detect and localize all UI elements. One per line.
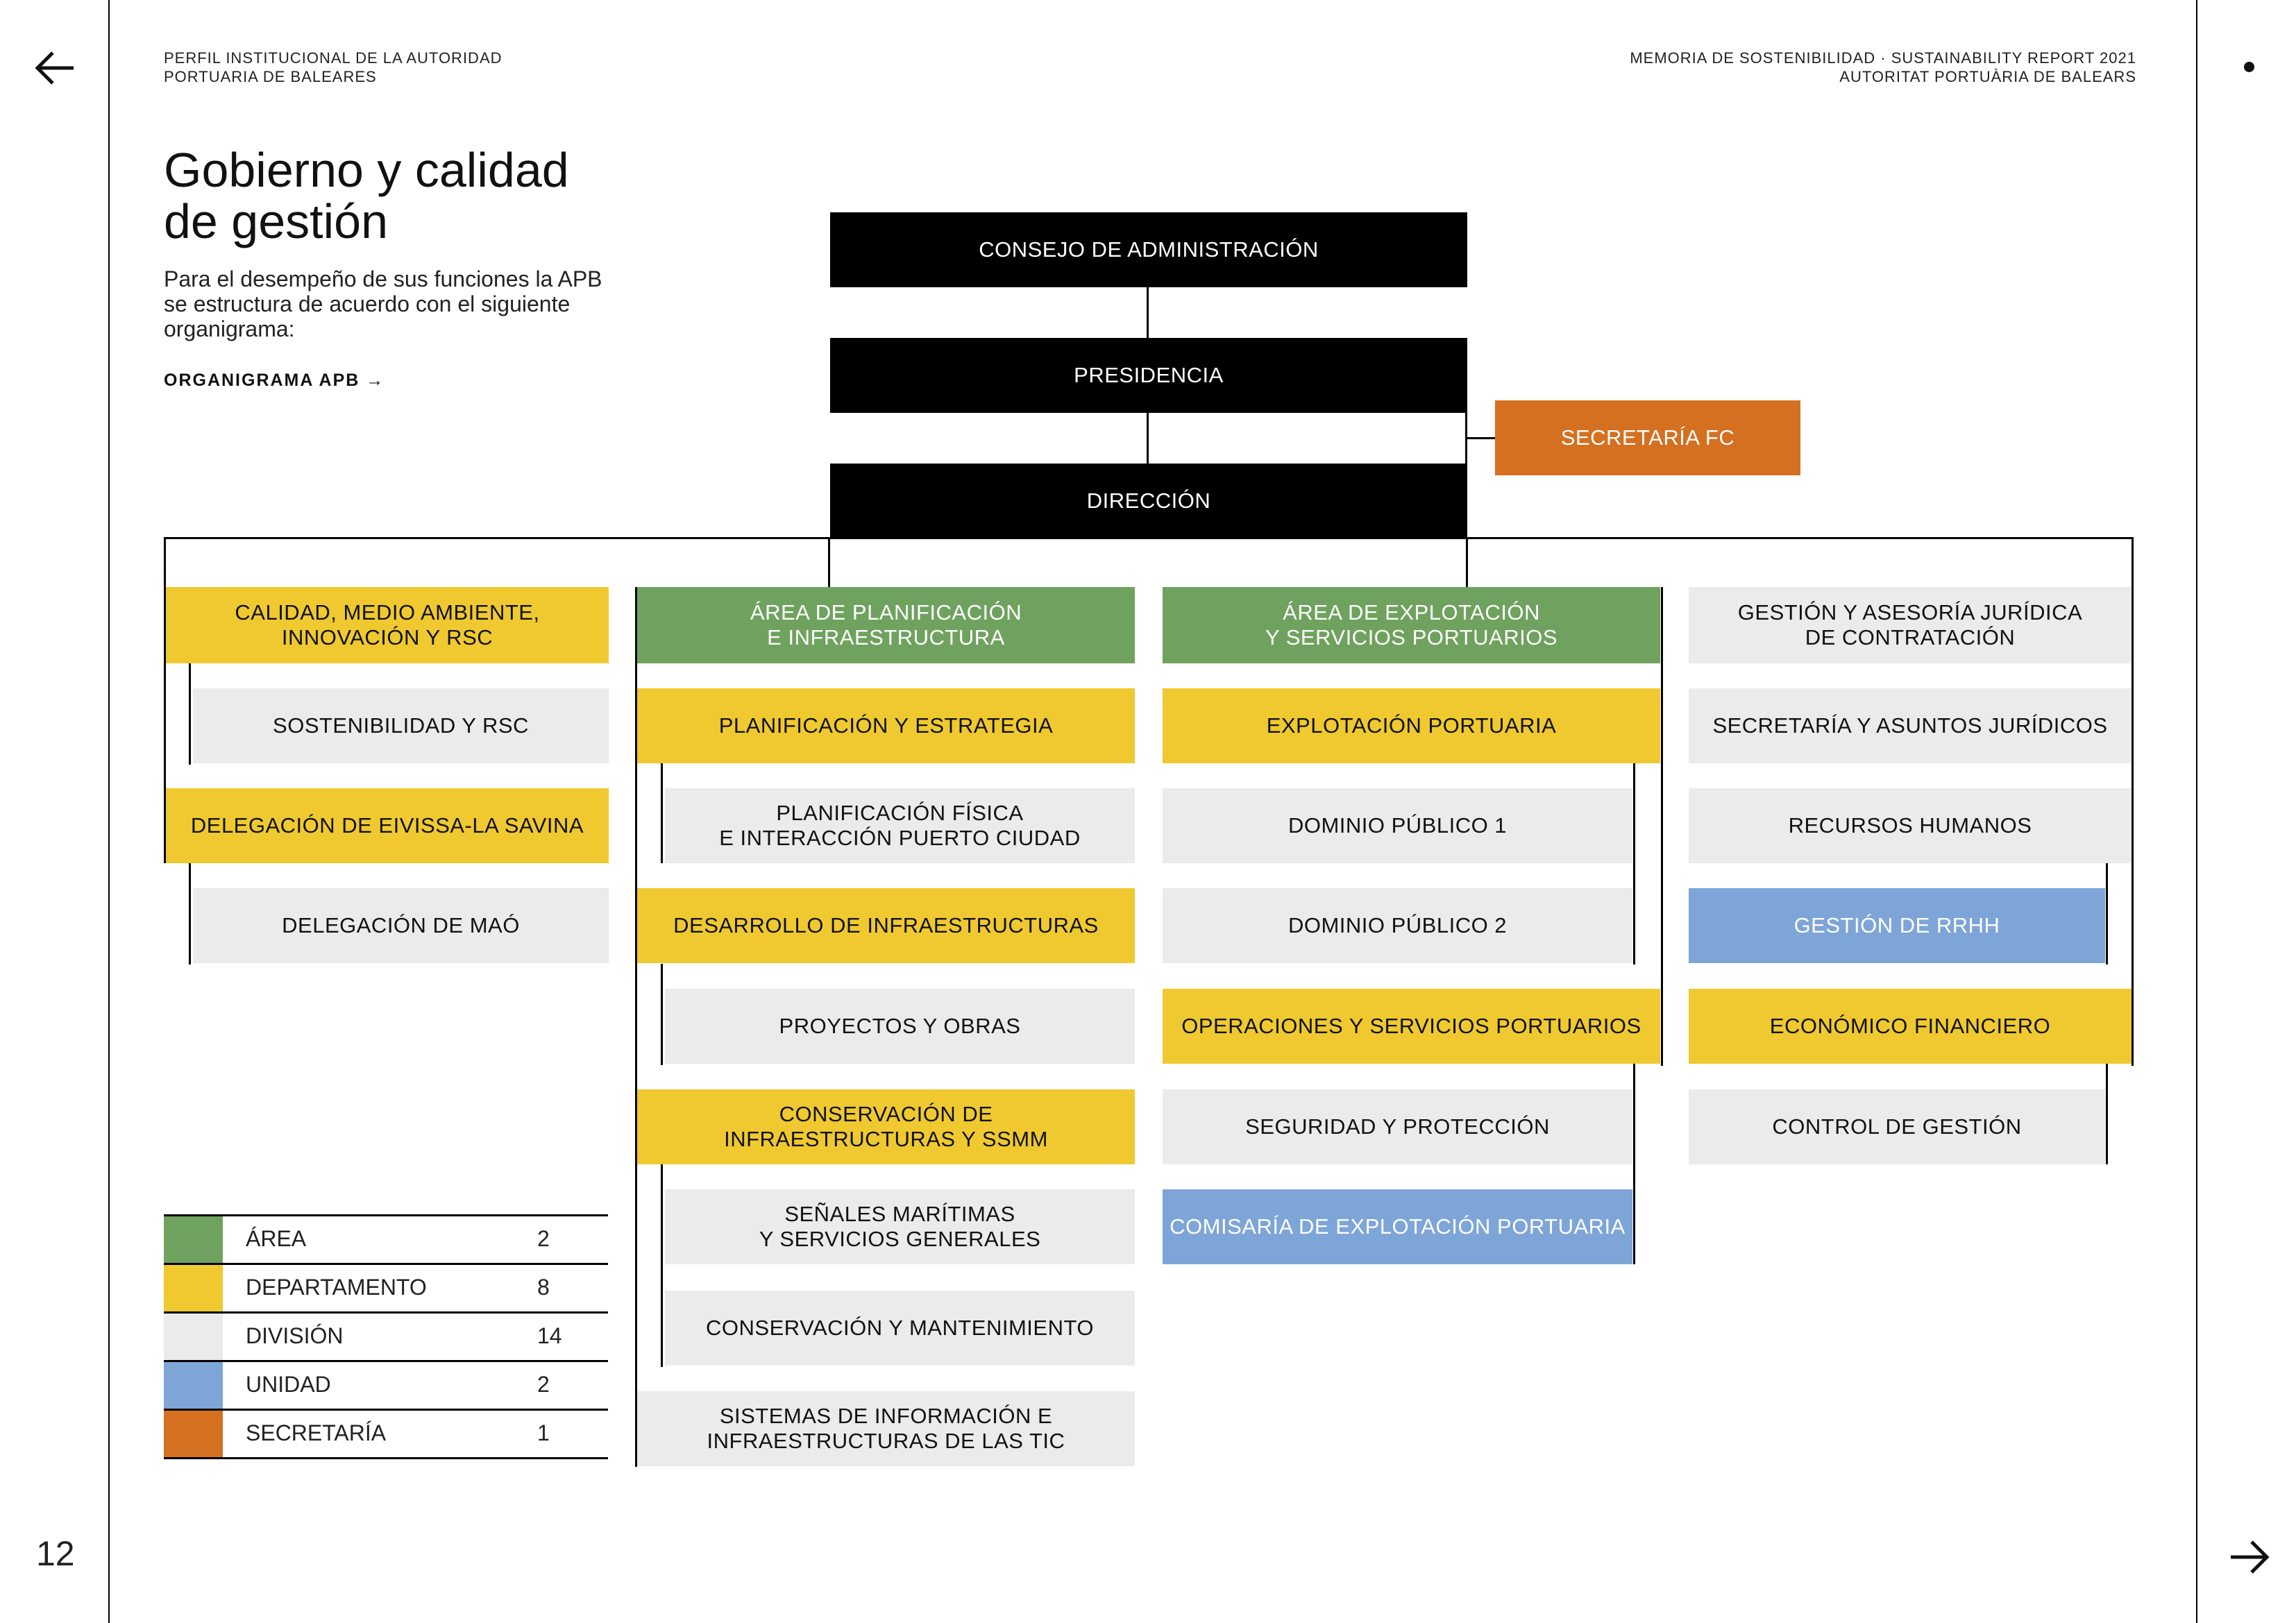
page-title-line1: Gobierno y calidad: [164, 143, 569, 197]
intro-line2: se estructura de acuerdo con el siguient…: [164, 291, 571, 316]
box-explotacion-portuaria: EXPLOTACIÓN PORTUARIA: [1163, 688, 1660, 763]
running-head-right-line2: AUTORITAT PORTUÀRIA DE BALEARS: [1839, 68, 2136, 85]
connector: [661, 762, 663, 863]
legend-row: UNIDAD 2: [164, 1360, 608, 1409]
box-area-explotacion: ÁREA DE EXPLOTACIÓN Y SERVICIOS PORTUARI…: [1163, 587, 1660, 663]
box-control-gestion: CONTROL DE GESTIÓN: [1689, 1089, 2105, 1164]
legend-label: UNIDAD: [246, 1372, 331, 1397]
running-head-left: PERFIL INSTITUCIONAL DE LA AUTORIDAD POR…: [164, 49, 503, 86]
legend-count: 1: [537, 1420, 550, 1445]
connector: [661, 964, 663, 1065]
legend-label: SECRETARÍA: [246, 1420, 387, 1445]
box-gestion-asesoria-juridica: GESTIÓN Y ASESORÍA JURÍDICA DE CONTRATAC…: [1689, 587, 2132, 663]
page-number: 12: [36, 1534, 75, 1573]
legend-count: 2: [537, 1372, 550, 1397]
connector: [189, 863, 191, 965]
box-sistemas-informacion: SISTEMAS DE INFORMACIÓN E INFRAESTRUCTUR…: [637, 1391, 1135, 1466]
legend-swatch-division: [164, 1314, 223, 1360]
box-calidad-medio-ambiente: CALIDAD, MEDIO AMBIENTE, INNOVACIÓN Y RS…: [166, 587, 609, 663]
box-consejo-administracion: CONSEJO DE ADMINISTRACIÓN: [830, 212, 1467, 287]
legend-swatch-secretaria: [164, 1411, 223, 1457]
box-planificacion-estrategia: PLANIFICACIÓN Y ESTRATEGIA: [637, 688, 1135, 763]
connector: [828, 537, 830, 587]
box-direccion: DIRECCIÓN: [830, 464, 1467, 538]
connector: [1661, 587, 1663, 1066]
box-secretaria-asuntos-juridicos: SECRETARÍA Y ASUNTOS JURÍDICOS: [1689, 688, 2132, 763]
box-secretaria-fc: SECRETARÍA FC: [1495, 400, 1800, 475]
connector: [1465, 409, 1467, 466]
box-sostenibilidad-rsc: SOSTENIBILIDAD Y RSC: [193, 688, 609, 763]
intro-line3: organigrama:: [164, 316, 295, 341]
legend-row: ÁREA 2: [164, 1214, 608, 1263]
connector: [1466, 537, 1468, 587]
legend-swatch-unidad: [164, 1362, 223, 1409]
box-desarrollo-infraestructuras: DESARROLLO DE INFRAESTRUCTURAS: [637, 888, 1135, 963]
connector: [2106, 863, 2108, 965]
box-dominio-publico-2: DOMINIO PÚBLICO 2: [1163, 888, 1632, 963]
page-title-line2: de gestión: [164, 194, 389, 248]
legend-count: 2: [537, 1226, 550, 1251]
connector: [189, 663, 191, 765]
box-conservacion-mantenimiento: CONSERVACIÓN Y MANTENIMIENTO: [665, 1291, 1135, 1366]
dot-icon: [2244, 62, 2254, 72]
legend-row: DEPARTAMENTO 8: [164, 1263, 608, 1311]
legend-label: DEPARTAMENTO: [246, 1275, 427, 1300]
page-title: Gobierno y calidad de gestión: [164, 144, 569, 247]
intro-line1: Para el desempeño de sus funciones la AP…: [164, 266, 602, 291]
arrow-right-icon[interactable]: [2227, 1535, 2271, 1579]
box-senales-maritimas: SEÑALES MARÍTIMAS Y SERVICIOS GENERALES: [665, 1189, 1135, 1264]
arrow-left-icon[interactable]: [33, 46, 78, 90]
box-recursos-humanos: RECURSOS HUMANOS: [1689, 788, 2132, 863]
box-operaciones-servicios: OPERACIONES Y SERVICIOS PORTUARIOS: [1163, 989, 1660, 1064]
box-dominio-publico-1: DOMINIO PÚBLICO 1: [1163, 788, 1632, 863]
legend-count: 8: [537, 1275, 550, 1300]
organigrama-link[interactable]: ORGANIGRAMA APB →: [164, 371, 385, 390]
connector: [2106, 1063, 2108, 1164]
box-delegacion-eivissa: DELEGACIÓN DE EIVISSA-LA SAVINA: [166, 788, 609, 863]
box-area-planificacion: ÁREA DE PLANIFICACIÓN E INFRAESTRUCTURA: [637, 587, 1135, 663]
box-gestion-rrhh: GESTIÓN DE RRHH: [1689, 888, 2105, 963]
running-head-right: MEMORIA DE SOSTENIBILIDAD · SUSTAINABILI…: [1630, 49, 2136, 86]
intro-text: Para el desempeño de sus funciones la AP…: [164, 266, 602, 341]
box-economico-financiero: ECONÓMICO FINANCIERO: [1689, 989, 2132, 1064]
connector: [1633, 1063, 1635, 1264]
legend-swatch-departamento: [164, 1265, 223, 1311]
legend-label: DIVISIÓN: [246, 1323, 344, 1348]
connector: [164, 537, 166, 863]
legend-label: ÁREA: [246, 1226, 307, 1251]
legend-swatch-area: [164, 1216, 223, 1263]
legend-count: 14: [537, 1323, 562, 1348]
right-margin-rule: [2196, 0, 2197, 1623]
legend-row: DIVISIÓN 14: [164, 1311, 608, 1360]
running-head-left-line2: PORTUARIA DE BALEARES: [164, 68, 377, 85]
box-presidencia: PRESIDENCIA: [830, 338, 1467, 413]
box-planificacion-fisica: PLANIFICACIÓN FÍSICA E INTERACCIÓN PUERT…: [665, 788, 1135, 863]
box-proyectos-obras: PROYECTOS Y OBRAS: [665, 989, 1135, 1064]
box-comisaria-explotacion: COMISARÍA DE EXPLOTACIÓN PORTUARIA: [1163, 1189, 1632, 1264]
box-delegacion-mao: DELEGACIÓN DE MAÓ: [193, 888, 609, 963]
connector: [1467, 437, 1495, 439]
connector: [635, 587, 637, 1467]
left-margin-rule: [108, 0, 110, 1623]
running-head-left-line1: PERFIL INSTITUCIONAL DE LA AUTORIDAD: [164, 49, 503, 67]
connector: [1633, 762, 1635, 965]
box-seguridad-proteccion: SEGURIDAD Y PROTECCIÓN: [1163, 1089, 1632, 1164]
connector: [2132, 537, 2134, 1066]
legend-row: SECRETARÍA 1: [164, 1409, 608, 1459]
running-head-right-line1: MEMORIA DE SOSTENIBILIDAD · SUSTAINABILI…: [1630, 49, 2136, 67]
box-conservacion-infraestructuras: CONSERVACIÓN DE INFRAESTRUCTURAS Y SSMM: [637, 1089, 1135, 1164]
connector: [661, 1164, 663, 1367]
